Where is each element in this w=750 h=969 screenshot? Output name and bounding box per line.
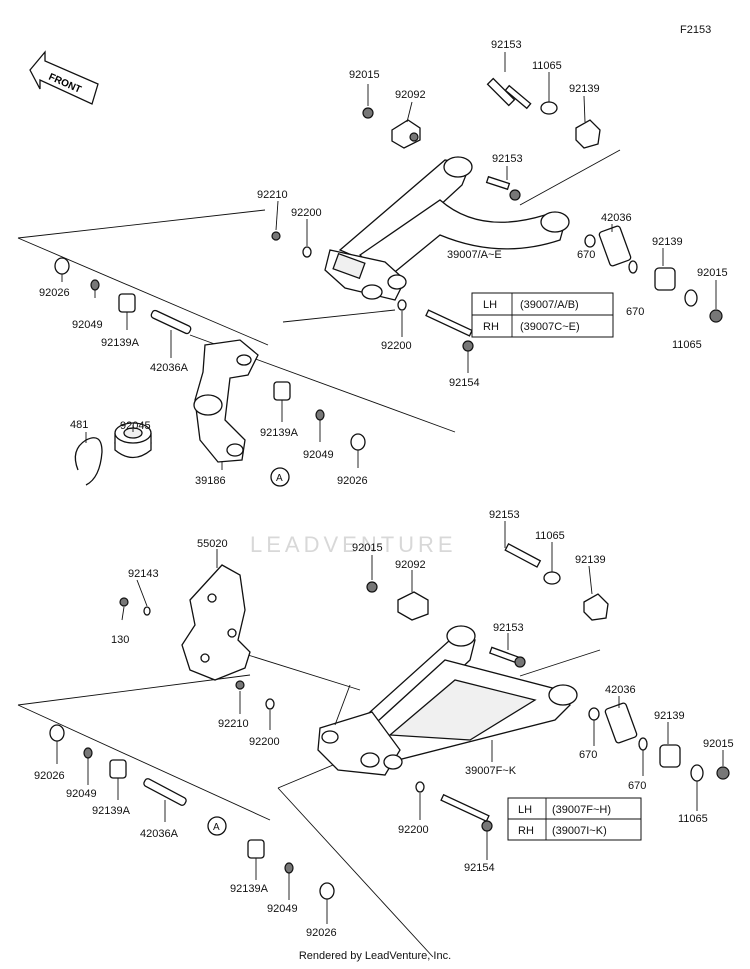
- part-label: 42036: [605, 684, 636, 696]
- part-label: 11065: [678, 813, 708, 825]
- lower-leaders: [56, 521, 724, 924]
- part-label: 92049: [66, 788, 97, 800]
- frame-line: [17, 237, 269, 346]
- upper-knuckle-parts: A: [74, 381, 366, 487]
- part-label: 92153: [489, 509, 520, 521]
- part-label: 92045: [120, 420, 151, 432]
- skid-plate-55020: [181, 564, 251, 681]
- part-label: 92139: [569, 83, 600, 95]
- lower-side-table: LH (39007F~H) RH (39007I~K): [507, 797, 642, 841]
- part-label: 92200: [249, 736, 280, 748]
- table-side: LH: [483, 299, 497, 311]
- upper-side-table: LH (39007/A/B) RH (39007C~E): [471, 292, 614, 338]
- part-label: 39007/A~E: [447, 249, 502, 261]
- part-label: 92092: [395, 89, 426, 101]
- upper-assembly: A: [17, 39, 728, 487]
- upper-hardware: [54, 77, 723, 352]
- frame-line: [282, 309, 396, 323]
- part-label: 39007F~K: [465, 765, 517, 777]
- ref-a-label: A: [213, 822, 220, 833]
- frame-line: [519, 149, 621, 206]
- part-label: 39186: [195, 475, 226, 487]
- part-label: 42036A: [150, 362, 189, 374]
- upper-leaders: [61, 52, 717, 470]
- table-parts: (39007F~H): [552, 804, 611, 816]
- footer-credit: Rendered by LeadVenture, Inc.: [298, 950, 452, 962]
- part-label: 92092: [395, 559, 426, 571]
- frame-line: [247, 654, 361, 691]
- part-label: 92139A: [230, 883, 269, 895]
- part-label: 42036: [601, 212, 632, 224]
- part-label: 92139A: [92, 805, 131, 817]
- part-label: 92153: [492, 153, 523, 165]
- part-label: 92200: [291, 207, 322, 219]
- part-label: 92049: [303, 449, 334, 461]
- frame-line: [17, 674, 251, 706]
- part-label: 92139: [575, 554, 606, 566]
- part-label: 92153: [493, 622, 524, 634]
- lower-a-arm: [317, 625, 578, 776]
- table-side: RH: [518, 825, 534, 837]
- part-label: 92210: [257, 189, 288, 201]
- part-label: 92026: [337, 475, 368, 487]
- frame-line: [519, 649, 601, 677]
- front-arrow-icon: FRONT: [29, 50, 99, 105]
- table-parts: (39007I~K): [552, 825, 607, 837]
- ref-a-circle: [270, 467, 290, 487]
- part-label: 481: [70, 419, 88, 431]
- part-label: 92049: [72, 319, 103, 331]
- part-label: 92154: [449, 377, 480, 389]
- part-label: 92015: [697, 267, 728, 279]
- part-label: 92139A: [101, 337, 140, 349]
- part-label: 130: [111, 634, 129, 646]
- part-label: 670: [577, 249, 595, 261]
- part-label: 55020: [197, 538, 228, 550]
- part-label: 92026: [34, 770, 65, 782]
- part-label: 11065: [672, 339, 702, 351]
- ref-a-label: A: [276, 473, 283, 484]
- part-label: 92210: [218, 718, 249, 730]
- frame-line: [277, 787, 434, 958]
- part-label: 92026: [39, 287, 70, 299]
- part-label: 92139: [652, 236, 683, 248]
- part-label: 92139A: [260, 427, 299, 439]
- ref-a-circle: [207, 816, 227, 836]
- part-label: 92015: [349, 69, 380, 81]
- part-label: 92200: [381, 340, 412, 352]
- lower-hardware: A: [49, 543, 730, 900]
- part-label: 92153: [491, 39, 522, 51]
- table-side: LH: [518, 804, 532, 816]
- part-label: 92200: [398, 824, 429, 836]
- table-parts: (39007C~E): [520, 321, 580, 333]
- part-label: 92143: [128, 568, 159, 580]
- part-label: 670: [626, 306, 644, 318]
- watermark: LEADVENTURE: [250, 532, 457, 557]
- part-label: 92015: [703, 738, 734, 750]
- part-label: 670: [579, 749, 597, 761]
- part-label: 92154: [464, 862, 495, 874]
- frame-line: [17, 704, 271, 821]
- part-label: 92026: [306, 927, 337, 939]
- part-label: 670: [628, 780, 646, 792]
- part-label: 92015: [352, 542, 383, 554]
- upper-a-arm: [324, 156, 570, 301]
- frame-line: [17, 209, 266, 239]
- part-label: 92049: [267, 903, 298, 915]
- part-label: 11065: [535, 530, 565, 542]
- diagram-code: F2153: [680, 24, 711, 36]
- part-label: 42036A: [140, 828, 179, 840]
- table-side: RH: [483, 321, 499, 333]
- knuckle-39186: [193, 339, 259, 463]
- part-label: 92139: [654, 710, 685, 722]
- table-parts: (39007/A/B): [520, 299, 579, 311]
- lower-assembly: A: [17, 509, 734, 958]
- part-label: 11065: [532, 60, 562, 72]
